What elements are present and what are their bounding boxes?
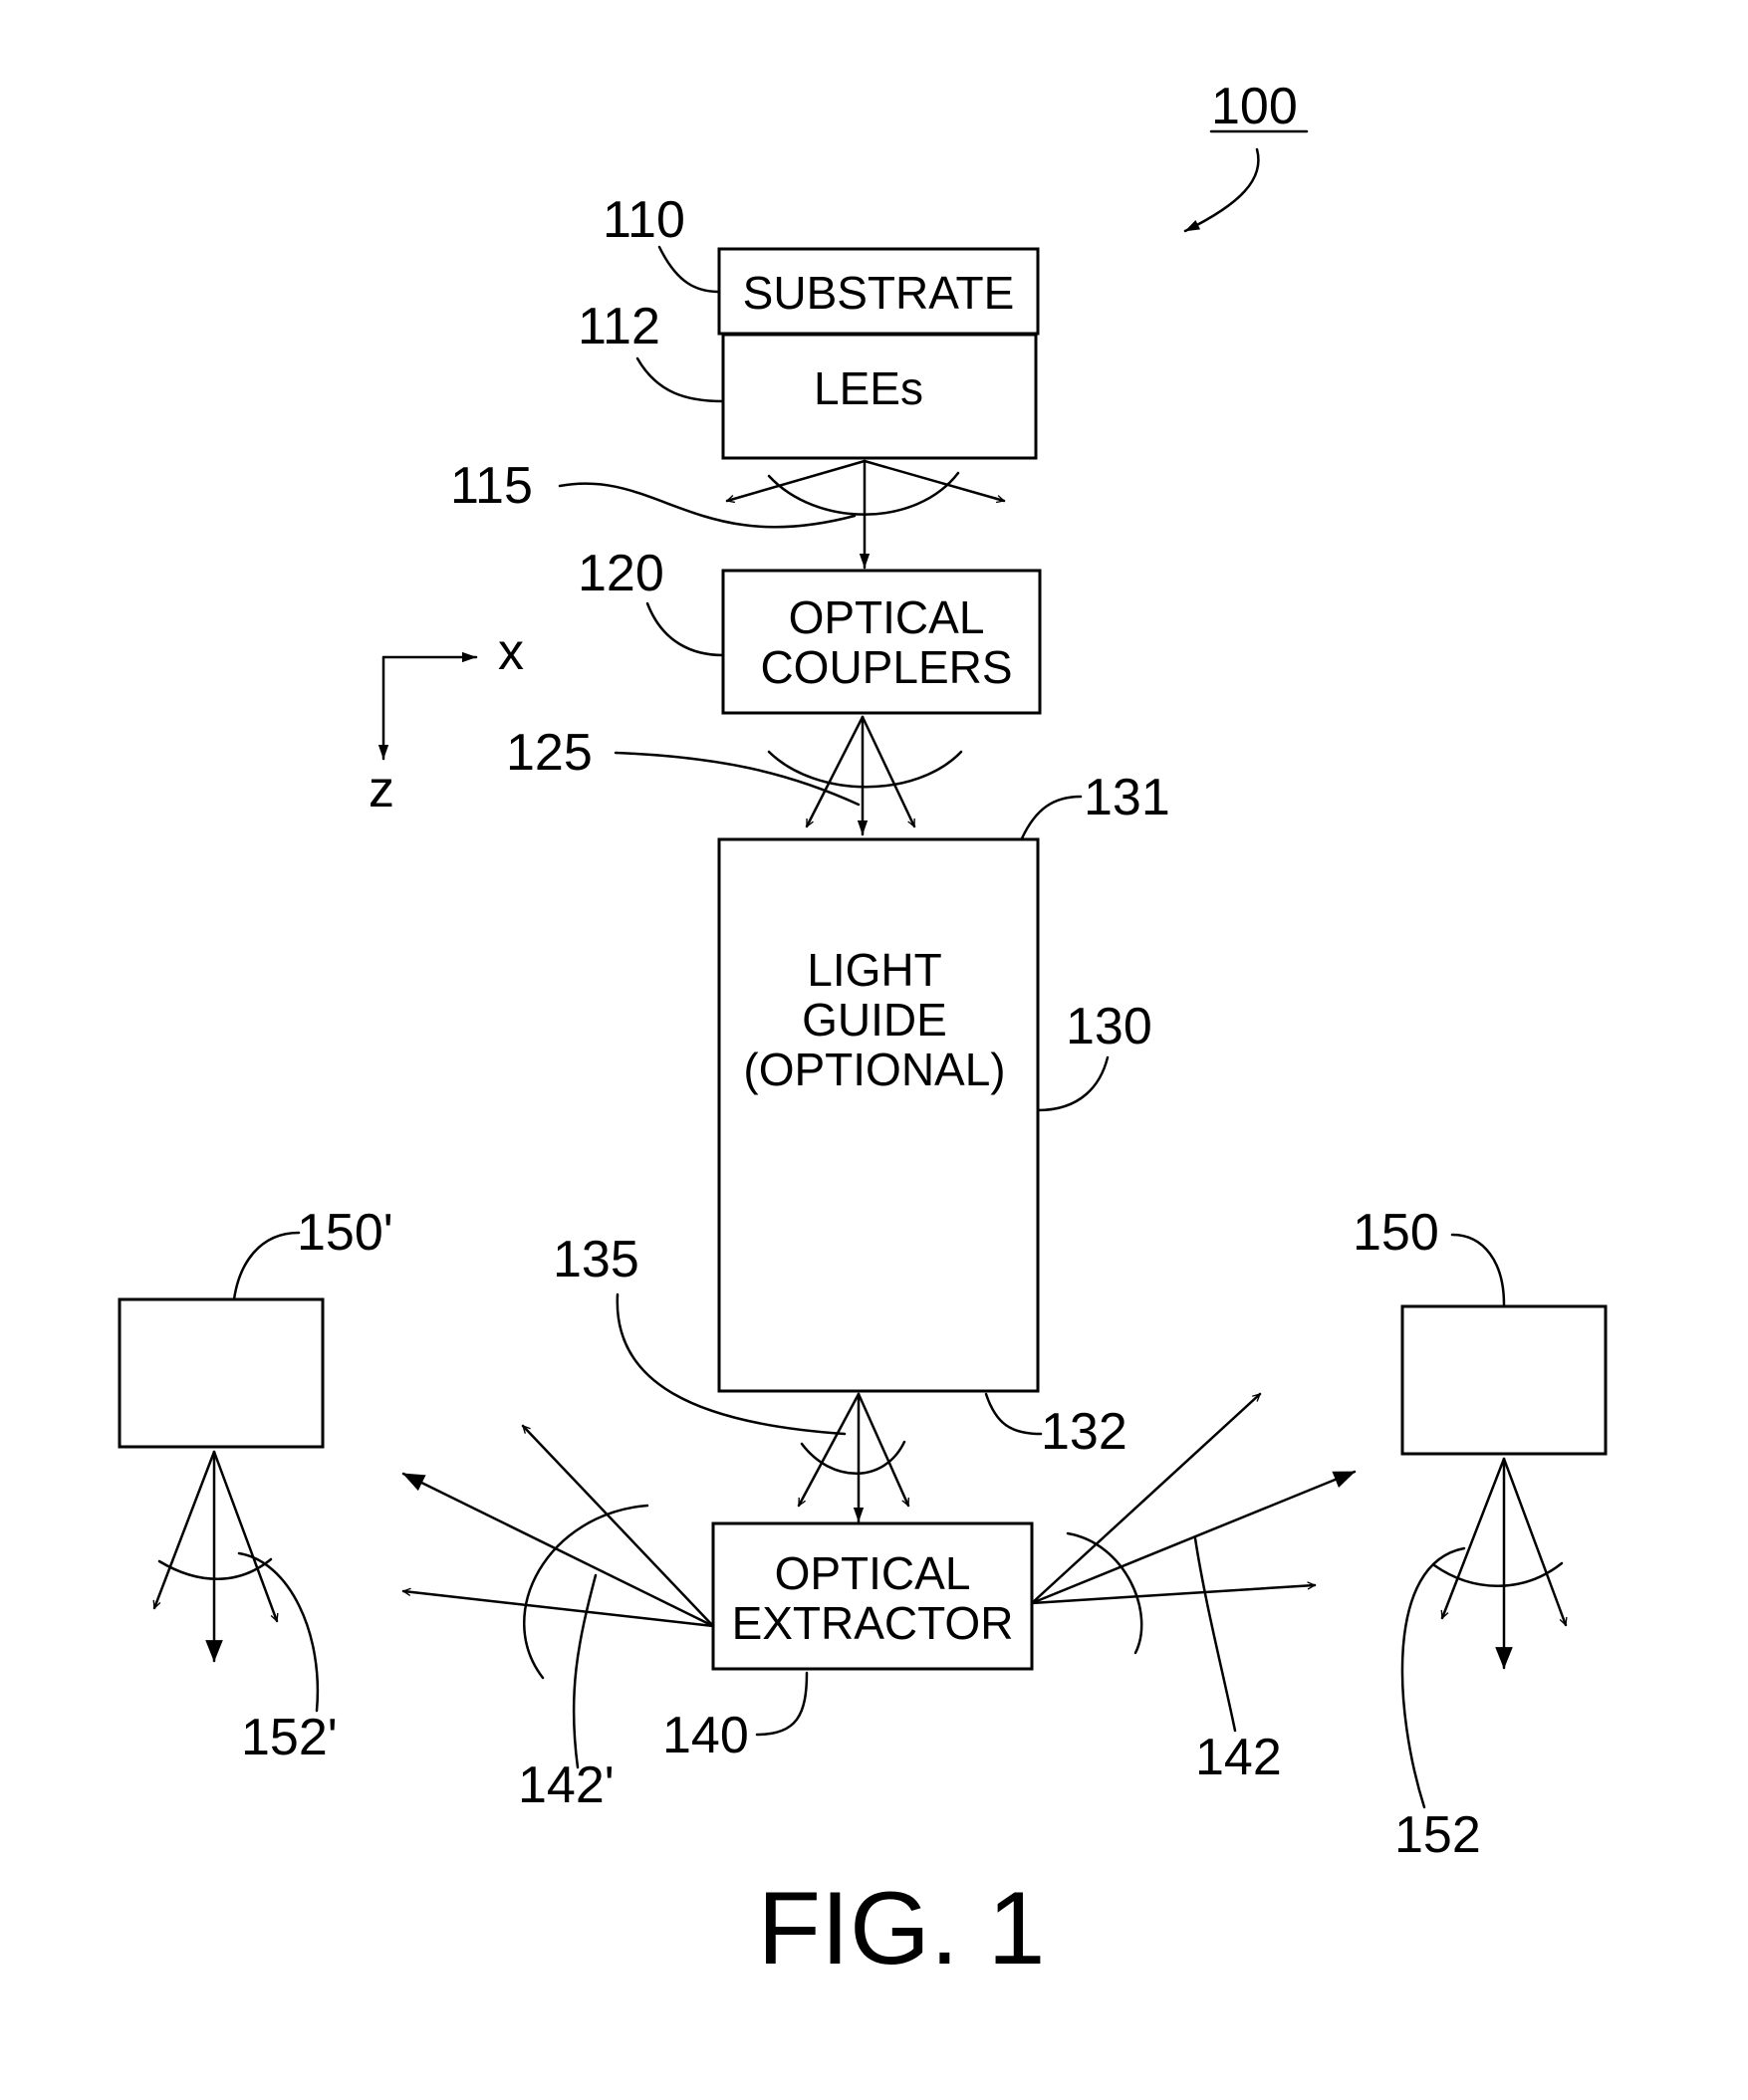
target-left-leader (234, 1233, 299, 1299)
target-left-ref: 150' (297, 1204, 393, 1262)
target-right-right-ray (1504, 1459, 1566, 1625)
target-right-left-ray (1442, 1459, 1504, 1618)
light-guide-label-line3: (OPTIONAL) (743, 1044, 1005, 1095)
light-guide-box (719, 839, 1038, 1391)
light-guide-top-leader (1022, 797, 1081, 838)
light-guide-leader (1038, 1057, 1108, 1110)
extractor-left-arc (524, 1506, 647, 1678)
optical-couplers-label-line2: COUPLERS (760, 641, 1012, 693)
light-guide-top-ref: 131 (1084, 769, 1170, 826)
extractor-left-ref: 142' (518, 1756, 615, 1814)
optical-extractor-label-line2: EXTRACTOR (732, 1597, 1014, 1649)
extractor-right-ref: 142 (1195, 1729, 1282, 1786)
extractor-right-lower-ray (1032, 1585, 1315, 1603)
extractor-right-leader (1195, 1538, 1235, 1731)
target-right-illumination-ref: 152 (1394, 1806, 1481, 1864)
lees-leader (637, 358, 723, 401)
figure-ref-arrow (1185, 149, 1258, 231)
coupler-output-ref: 125 (506, 724, 593, 782)
optical-extractor-ref: 140 (662, 1707, 749, 1764)
optical-extractor-leader (757, 1673, 807, 1735)
light-guide-label-line1: LIGHT (807, 944, 941, 996)
target-right-box (1402, 1306, 1606, 1454)
target-left-illumination-152p: 152' (154, 1452, 338, 1766)
lees-label: LEEs (814, 362, 923, 414)
extractor-left-main-ray (403, 1474, 713, 1626)
substrate-label: SUBSTRATE (743, 267, 1015, 319)
light-guide-bottom-leader (986, 1394, 1041, 1434)
optical-extractor-label-line1: OPTICAL (775, 1547, 971, 1599)
optical-couplers-ref: 120 (578, 545, 664, 602)
z-axis-label: z (369, 761, 394, 818)
optical-extractor-block: OPTICAL EXTRACTOR 140 (662, 1523, 1032, 1764)
coupler-output-left-ray (807, 717, 863, 826)
light-guide-block: LIGHT GUIDE (OPTIONAL) 130 131 132 (719, 769, 1170, 1461)
coupler-output-125: 125 (506, 717, 961, 834)
lees-ref: 112 (578, 298, 660, 355)
target-left-illumination-ref: 152' (241, 1709, 338, 1766)
lee-emission-left-ray (727, 461, 865, 501)
target-left-box (120, 1299, 323, 1447)
substrate-block: SUBSTRATE 110 (603, 191, 1038, 334)
target-left-left-ray (154, 1452, 214, 1608)
target-right-leader (1452, 1235, 1504, 1304)
optical-couplers-label-line1: OPTICAL (789, 591, 985, 643)
substrate-leader (659, 247, 719, 292)
light-guide-bottom-ref: 132 (1041, 1403, 1127, 1461)
target-left-illumination-leader (239, 1553, 318, 1711)
extractor-left-upper-ray (523, 1426, 713, 1626)
guide-output-ref: 135 (553, 1231, 639, 1288)
figure-label: FIG. 1 (758, 1871, 1046, 1986)
lee-emission-115: 115 (450, 457, 1004, 568)
light-guide-ref: 130 (1066, 998, 1152, 1055)
target-right-illumination-152: 152 (1394, 1459, 1566, 1864)
x-axis-label: x (498, 623, 524, 681)
extractor-left-leader (574, 1575, 596, 1767)
target-right-block: 150 (1353, 1204, 1606, 1454)
light-guide-label-line2: GUIDE (802, 994, 947, 1046)
optical-couplers-leader (647, 603, 723, 655)
target-right-ref: 150 (1353, 1204, 1439, 1262)
lee-emission-ref: 115 (450, 457, 533, 515)
coordinate-axes: x z (369, 623, 524, 818)
target-left-block: 150' (120, 1204, 393, 1447)
target-right-arc (1434, 1563, 1562, 1586)
target-left-right-ray (214, 1452, 277, 1621)
coupler-output-right-ray (863, 717, 914, 826)
extractor-left-lower-ray (403, 1591, 713, 1626)
substrate-ref: 110 (603, 191, 685, 249)
optical-couplers-block: OPTICAL COUPLERS 120 (578, 545, 1040, 713)
extractor-right-arc (1068, 1533, 1141, 1653)
figure-reference-100: 100 (1185, 78, 1307, 231)
figure-ref-label: 100 (1211, 78, 1298, 135)
